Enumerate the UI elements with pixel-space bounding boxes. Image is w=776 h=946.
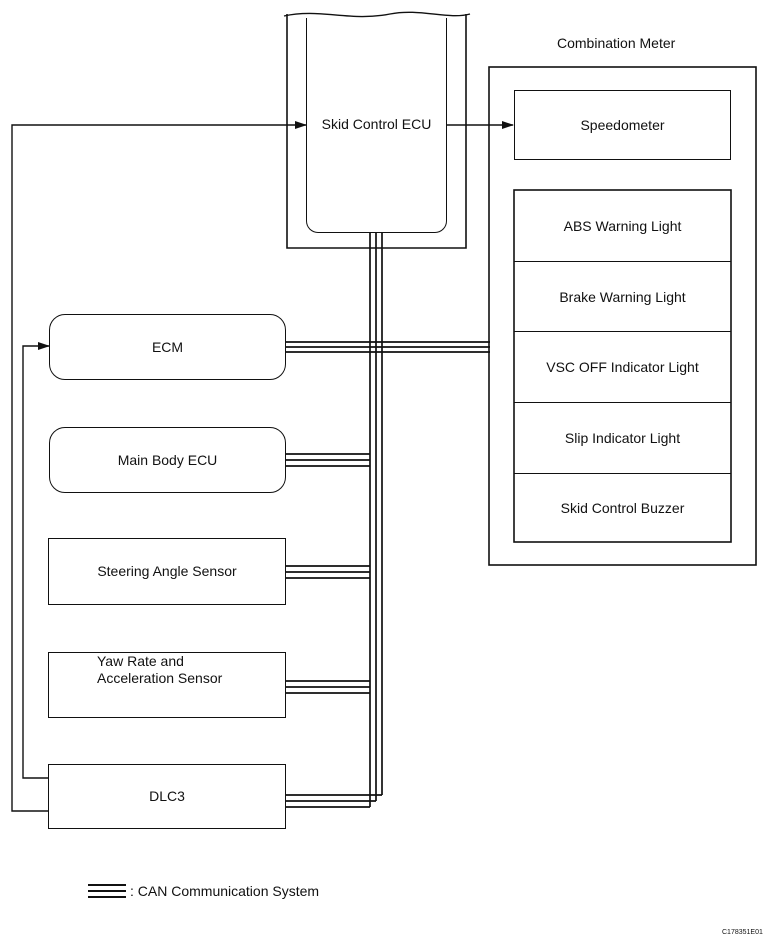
ecm: ECM <box>49 314 286 380</box>
skid-control-ecu: Skid Control ECU <box>306 18 447 233</box>
dlc3: DLC3 <box>48 764 286 829</box>
combination-meter-title: Combination Meter <box>557 35 676 51</box>
skid-control-buzzer-label: Skid Control Buzzer <box>560 500 685 516</box>
figure-id: C178351E01 <box>722 929 763 936</box>
yaw-rate-label-line2: Acceleration Sensor <box>97 669 223 686</box>
dlc3-to-ecm-line <box>22 342 50 779</box>
brake-warning-light-label: Brake Warning Light <box>559 288 686 305</box>
speedometer-label: Speedometer <box>580 116 665 133</box>
brake-warning-light: Brake Warning Light <box>514 261 731 331</box>
steering-angle-sensor-label: Steering Angle Sensor <box>97 563 237 580</box>
can-bus-branches <box>285 341 490 808</box>
dlc3-label: DLC3 <box>149 788 185 805</box>
speedometer: Speedometer <box>514 90 731 160</box>
skid-ecu-break-line <box>283 11 471 18</box>
slip-indicator-light-label: Slip Indicator Light <box>564 430 681 446</box>
can-bus-vertical <box>369 232 383 807</box>
steering-angle-sensor: Steering Angle Sensor <box>48 538 286 605</box>
abs-warning-light: ABS Warning Light <box>514 190 731 261</box>
yaw-rate-acceleration-sensor: Yaw Rate and Acceleration Sensor <box>48 652 286 718</box>
vsc-off-indicator-light-label: VSC OFF Indicator Light <box>546 359 699 375</box>
vsc-off-indicator-light: VSC OFF Indicator Light <box>514 331 731 402</box>
ecm-label: ECM <box>151 338 184 355</box>
legend-can-symbol <box>88 884 126 898</box>
main-body-ecu: Main Body ECU <box>49 427 286 493</box>
main-body-ecu-label: Main Body ECU <box>117 451 218 468</box>
slip-indicator-light: Slip Indicator Light <box>514 402 731 473</box>
skid-control-buzzer: Skid Control Buzzer <box>514 473 731 542</box>
abs-warning-light-label: ABS Warning Light <box>563 217 682 234</box>
yaw-rate-label-line1: Yaw Rate and <box>97 653 184 669</box>
legend-label: : CAN Communication System <box>130 883 320 899</box>
skid-control-ecu-label: Skid Control ECU <box>321 116 432 132</box>
